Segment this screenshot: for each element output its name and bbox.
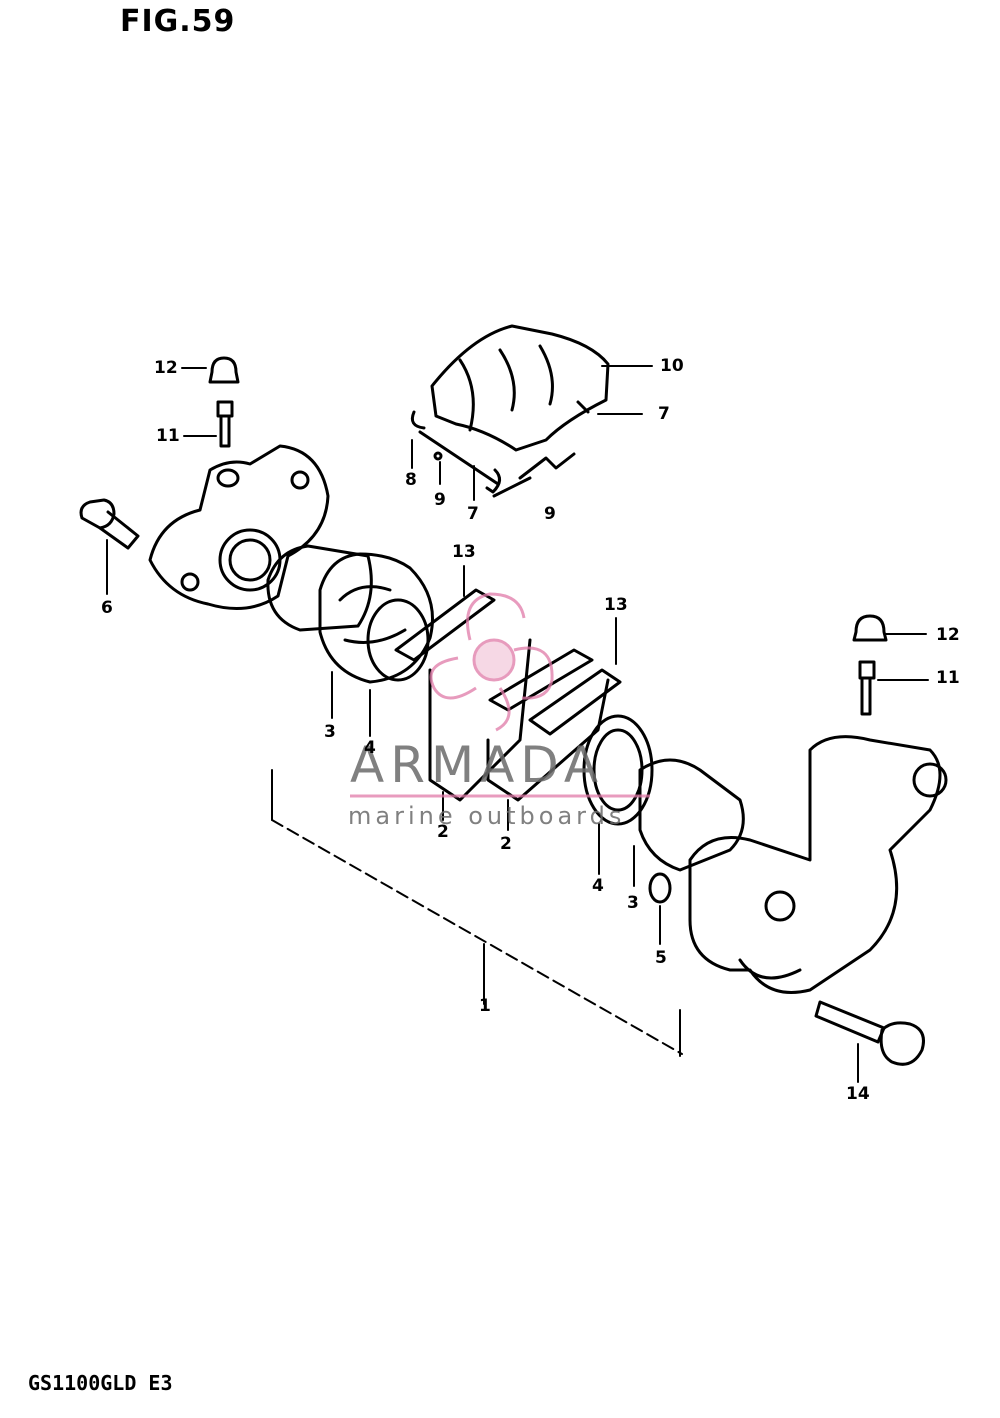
pad-pin-and-clips xyxy=(410,410,576,498)
callout-2: 2 xyxy=(437,822,449,842)
piston-right xyxy=(638,758,745,872)
brake-pads-and-shims xyxy=(394,588,622,802)
caliper-half-left xyxy=(148,444,330,610)
watermark-graphic xyxy=(350,592,650,798)
bolt-right xyxy=(814,1000,925,1066)
callout-1: 1 xyxy=(479,996,491,1016)
bleeder-valve-right xyxy=(858,660,876,716)
callout-11: 11 xyxy=(936,668,960,688)
callout-2: 2 xyxy=(500,834,512,854)
callout-7: 7 xyxy=(467,504,479,524)
callout-7: 7 xyxy=(658,404,670,424)
callout-4: 4 xyxy=(364,738,376,758)
callout-13: 13 xyxy=(452,542,476,562)
figure-title: FIG.59 xyxy=(120,4,236,39)
cap-nut-left xyxy=(208,356,240,384)
callout-6: 6 xyxy=(101,598,113,618)
callout-10: 10 xyxy=(660,356,684,376)
callout-12: 12 xyxy=(154,358,178,378)
piston-seal-left xyxy=(318,552,434,684)
bolt-left xyxy=(79,498,140,550)
watermark-tagline: marine outboards xyxy=(348,802,626,830)
o-ring xyxy=(648,872,672,904)
callout-3: 3 xyxy=(324,722,336,742)
bleeder-valve-left xyxy=(216,400,234,448)
assembly-bracket xyxy=(271,819,683,1055)
leader-lines xyxy=(106,365,929,1083)
callout-4: 4 xyxy=(592,876,604,896)
callout-14: 14 xyxy=(846,1084,870,1104)
callout-8: 8 xyxy=(405,470,417,490)
model-code: GS1100GLD E3 xyxy=(28,1371,173,1395)
callout-9: 9 xyxy=(544,504,556,524)
callout-13: 13 xyxy=(604,595,628,615)
watermark-name: ARMADA xyxy=(350,736,605,794)
callout-11: 11 xyxy=(156,426,180,446)
callout-5: 5 xyxy=(655,948,667,968)
callout-12: 12 xyxy=(936,625,960,645)
callout-3: 3 xyxy=(627,893,639,913)
callout-9: 9 xyxy=(434,490,446,510)
caliper-cover xyxy=(430,324,610,452)
piston-left xyxy=(266,544,373,632)
caliper-half-right xyxy=(688,735,948,994)
cap-nut-right xyxy=(852,614,888,642)
